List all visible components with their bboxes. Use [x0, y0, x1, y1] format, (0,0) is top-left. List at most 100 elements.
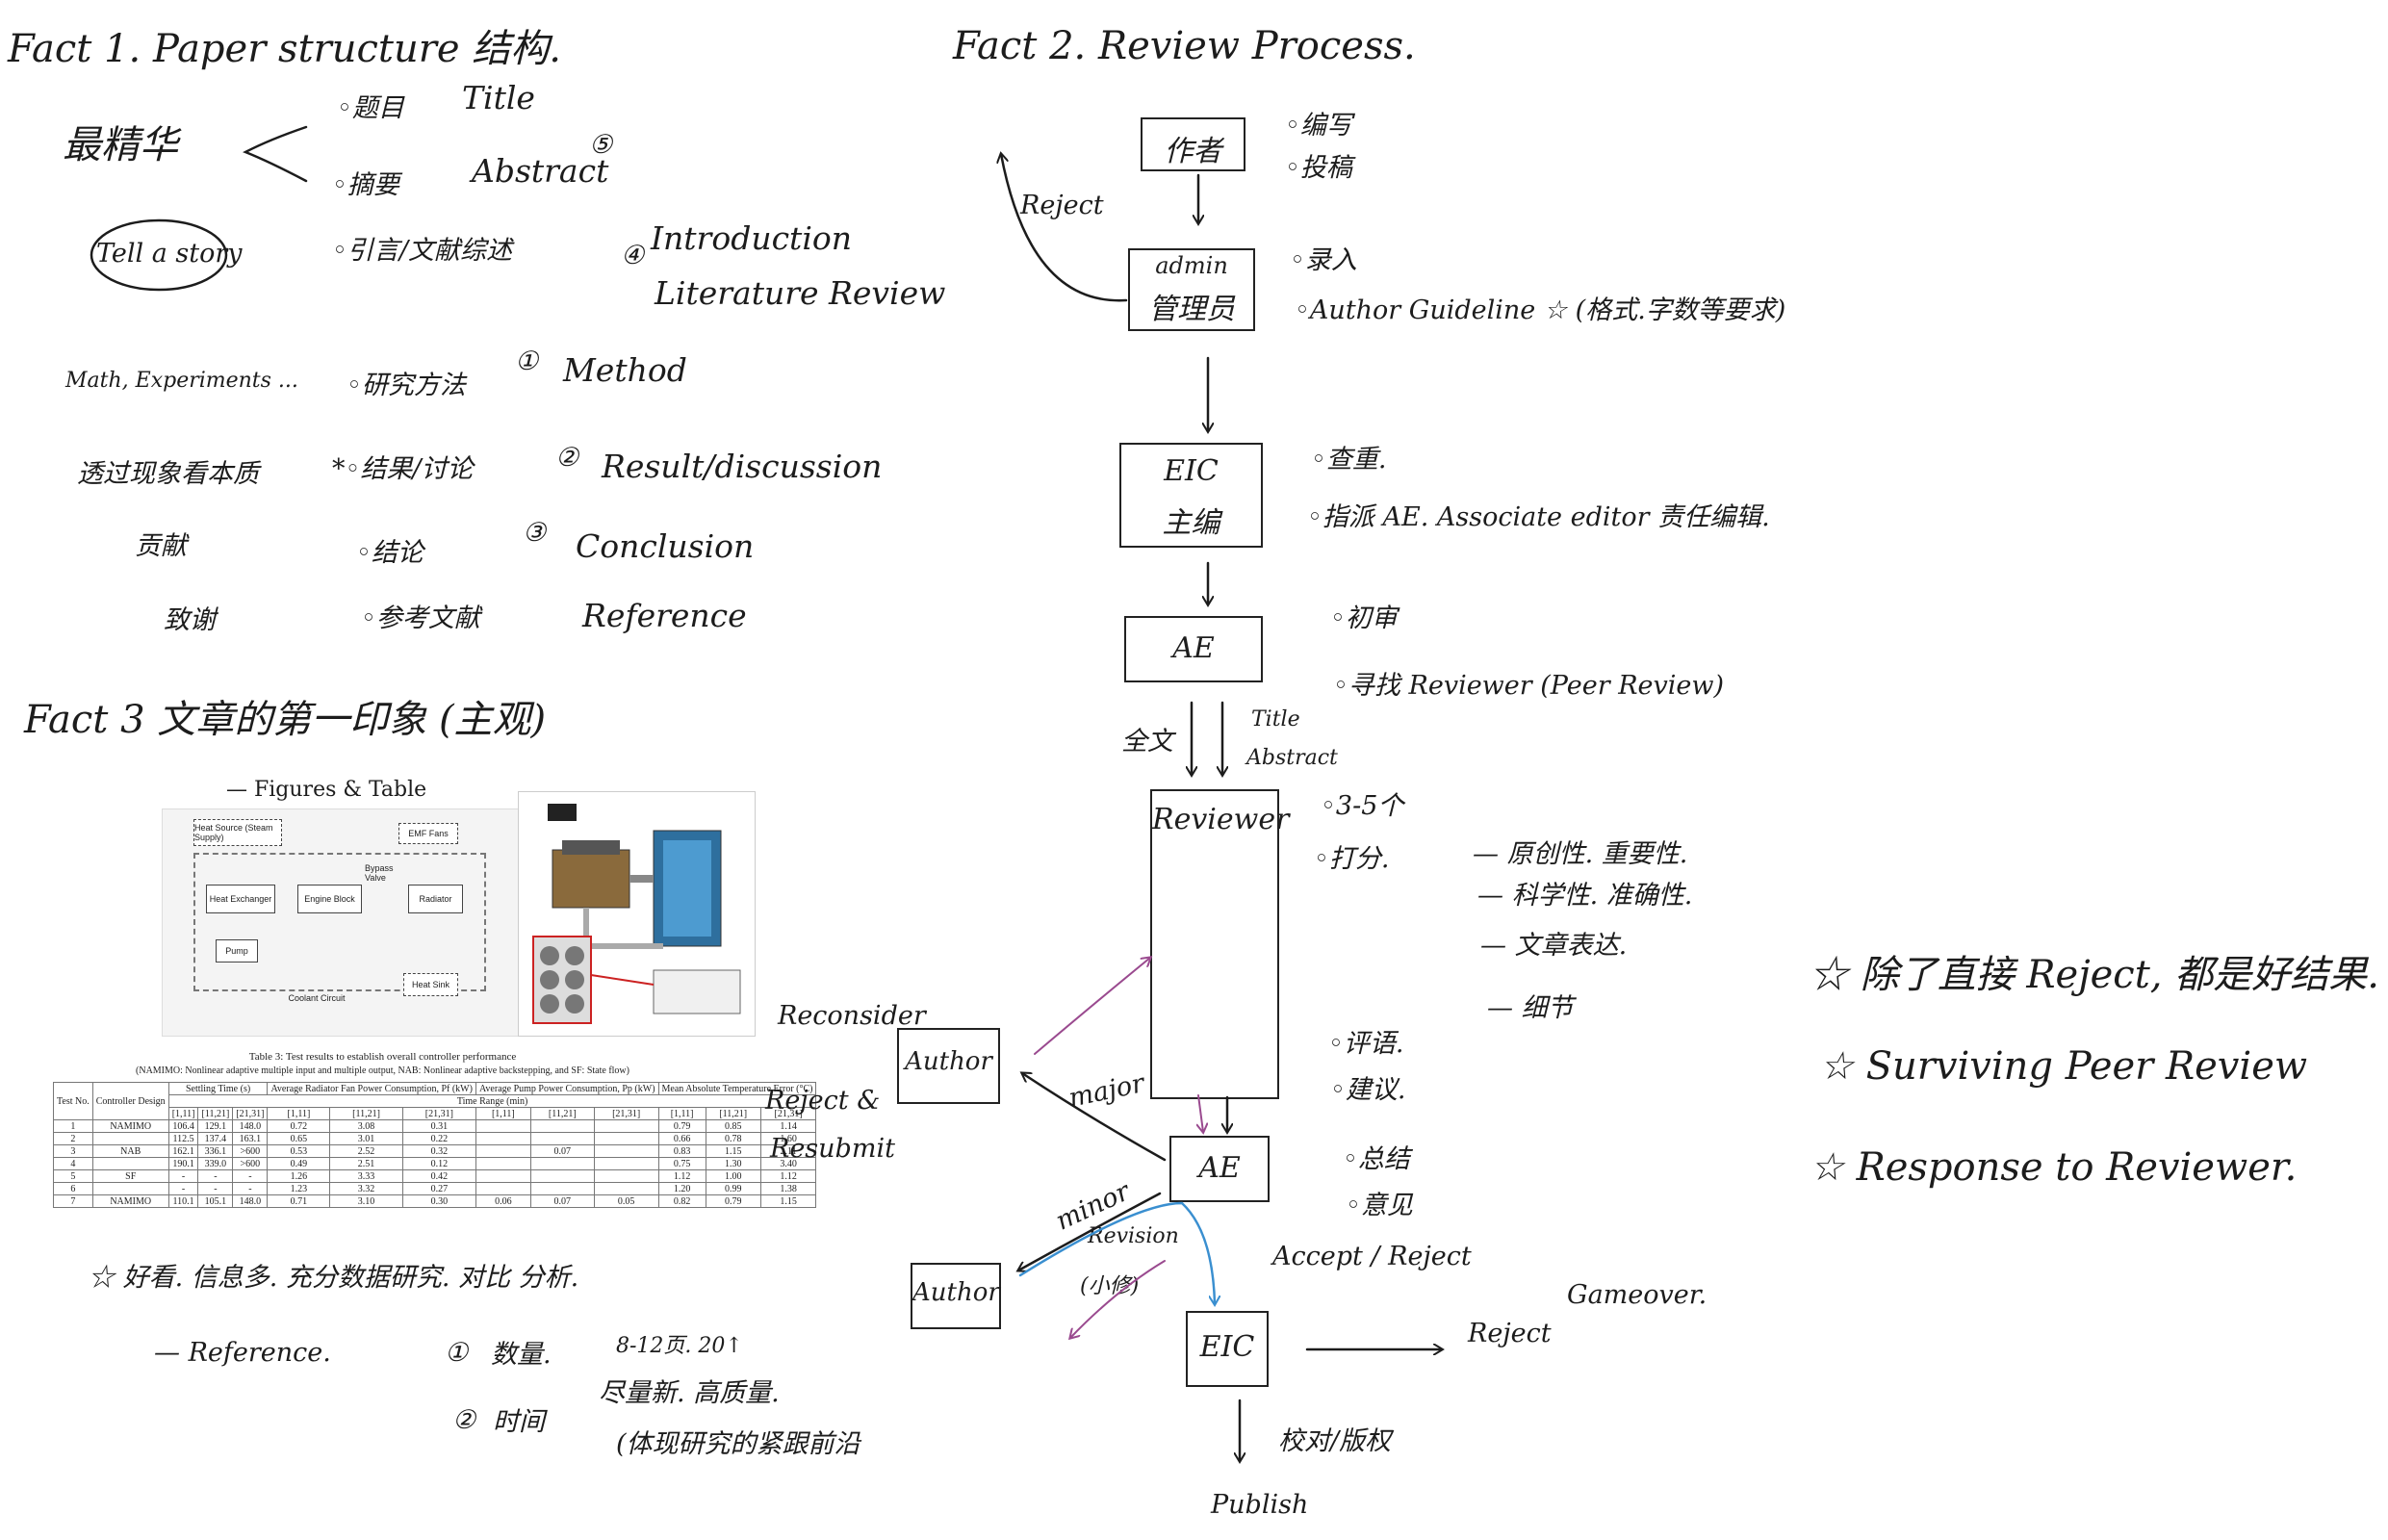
- table-cell: 0.66: [657, 1132, 706, 1145]
- table-cell: 0.30: [401, 1194, 476, 1208]
- fact1-item-result-en: Result/discussion: [602, 448, 883, 485]
- note-eic-assign: ◦指派 AE. Associate editor 责任编辑.: [1307, 502, 1770, 532]
- note-small-fix: (小修): [1080, 1274, 1140, 1298]
- coolant-loop: [193, 853, 486, 991]
- table-header-row: Test No. Controller Design Settling Time…: [53, 1082, 817, 1120]
- note-score-originality: — 原创性. 重要性.: [1473, 839, 1688, 869]
- note-full-text: 全文: [1121, 727, 1173, 757]
- fact3-ref1-label: 数量.: [491, 1340, 552, 1370]
- fact1-item-conclusion-en: Conclusion: [576, 527, 755, 565]
- eic2-box: EIC: [1186, 1311, 1269, 1387]
- note-score-details: — 细节: [1487, 993, 1574, 1023]
- note-accept-reject: Accept / Reject: [1272, 1242, 1472, 1271]
- author-minor-box: Author: [911, 1263, 1001, 1329]
- fact3-ref2-detail: 尽量新. 高质量.: [599, 1378, 780, 1408]
- admin-box: admin 管理员: [1128, 248, 1255, 331]
- table-header-controller: Controller Design: [91, 1082, 169, 1120]
- coolant-circuit-label: Coolant Circuit: [288, 993, 346, 1003]
- note-reject-resubmit-1: Reject &: [765, 1086, 881, 1116]
- fact1-item-method-en: Method: [563, 351, 687, 389]
- note-ae-find-reviewer: ◦寻找 Reviewer (Peer Review): [1333, 671, 1725, 701]
- arrow-ae2-author-minor: [1018, 1192, 1162, 1270]
- ae-box-label: AE: [1172, 631, 1215, 665]
- fact1-mark-3: ③: [523, 518, 547, 548]
- eic-box-label-cn: 主编: [1162, 506, 1220, 540]
- admin-box-label-en: admin: [1155, 252, 1228, 279]
- note-rev-comments: ◦评语.: [1328, 1029, 1404, 1059]
- fact2-title: Fact 2. Review Process.: [953, 24, 1416, 68]
- author-minor-box-label: Author: [912, 1278, 1000, 1307]
- ae2-box-label: AE: [1198, 1151, 1241, 1185]
- table-cell: 3.10: [329, 1194, 403, 1208]
- arrow-author-eic2-blue: [1018, 1201, 1215, 1304]
- note-ae-initial: ◦初审: [1330, 603, 1398, 633]
- fact1-mark-1: ①: [515, 346, 539, 376]
- heat-sink-box: Heat Sink: [403, 973, 458, 996]
- reviewer-box-label: Reviewer: [1152, 803, 1290, 836]
- table3-subcaption: (NAMIMO: Nonlinear adaptive multiple inp…: [136, 1065, 629, 1076]
- ae2-box: AE: [1169, 1136, 1270, 1202]
- note-admin-entry: ◦录入: [1290, 245, 1357, 275]
- fact1-title: Fact 1. Paper structure 结构.: [8, 27, 561, 71]
- fact1-item-conclusion-cn: ◦结论: [356, 538, 424, 568]
- note-rev-suggestions: ◦建议.: [1330, 1075, 1406, 1105]
- fact1-group-label: 最精华: [63, 123, 178, 167]
- ae-box: AE: [1124, 616, 1263, 682]
- arrow-reviewer-ae2-purple: [1198, 1094, 1203, 1132]
- fact1-item-litreview-en: Literature Review: [655, 274, 946, 312]
- bypass-valve-label: Bypass Valve: [365, 863, 394, 883]
- note-publish: Publish: [1211, 1490, 1309, 1520]
- fact3-reference-label: — Reference.: [154, 1338, 331, 1368]
- table3-caption: Table 3: Test results to establish overa…: [248, 1051, 517, 1063]
- fact1-item-result-cn: *◦结果/讨论: [332, 454, 474, 484]
- table-cell: 0.07: [529, 1194, 595, 1208]
- author-box: 作者: [1141, 117, 1245, 171]
- author-major-box-label: Author: [905, 1047, 992, 1076]
- table-header-test-no: Test No.: [53, 1082, 93, 1120]
- arrow-reject-loop: [1001, 154, 1128, 302]
- table3: Test No. Controller Design Settling Time…: [53, 1082, 817, 1208]
- fact3-star-note: ☆ 好看. 信息多. 充分数据研究. 对比 分析.: [89, 1263, 579, 1293]
- fact3-figures-note: — Figures & Table: [226, 778, 427, 802]
- admin-box-label-cn: 管理员: [1148, 293, 1235, 326]
- fact3-ref1-mark: ①: [445, 1338, 469, 1368]
- note-reject-resubmit-2: Resubmit: [770, 1134, 895, 1164]
- engine-illustration-graphic: [532, 804, 741, 1024]
- arrow-ae2-author-major: [1022, 1073, 1167, 1162]
- fact3-ref2-mark: ②: [452, 1405, 476, 1435]
- fact3-ref1-detail: 8-12页. 20↑: [616, 1334, 743, 1358]
- fact1-item-reference-cn: ◦参考文献: [361, 603, 480, 633]
- fact1-item-abstract-en: Abstract: [472, 152, 609, 190]
- fact1-mark-4: ④: [621, 241, 645, 270]
- fact1-item-method-cn: ◦研究方法: [347, 371, 466, 400]
- star-note-surviving: ☆ Surviving Peer Review: [1819, 1044, 2308, 1089]
- note-score-writing: — 文章表达.: [1480, 931, 1628, 961]
- figure-block-diagram: Heat Source (Steam Supply) EMF Fans Heat…: [162, 808, 520, 1037]
- arrow-eic2-author-purple: [1070, 1260, 1166, 1338]
- table-cell: 1.15: [759, 1194, 817, 1208]
- fact3-ref2-detail2: (体现研究的紧跟前沿: [616, 1429, 860, 1459]
- table-cell: 1.12: [759, 1169, 817, 1183]
- note-score-scientific: — 科学性. 准确性.: [1477, 881, 1693, 911]
- fact3-ref2-label: 时间: [493, 1407, 545, 1437]
- table-cell: 0.82: [657, 1194, 706, 1208]
- fact1-item-title-cn: ◦题目: [337, 93, 404, 123]
- table-cell: 148.0: [232, 1194, 269, 1208]
- table-cell: 0.79: [705, 1194, 761, 1208]
- author-box-label: 作者: [1164, 135, 1222, 168]
- fact1-side-essence: 透过现象看本质: [77, 459, 259, 489]
- fact1-story-label: Tell a story: [96, 239, 243, 269]
- heat-source-box: Heat Source (Steam Supply): [193, 819, 282, 846]
- note-proof: 校对/版权: [1278, 1426, 1392, 1456]
- note-reconsider: Reconsider: [778, 1001, 926, 1031]
- table-cell: NAMIMO: [91, 1194, 169, 1208]
- fact1-item-intro-en: Introduction: [651, 219, 852, 257]
- arrow-author-reviewer-purple: [1034, 958, 1150, 1055]
- fact1-side-contribution: 贡献: [135, 531, 187, 561]
- reviewer-box: Reviewer: [1150, 789, 1290, 1099]
- pump-box: Pump: [216, 939, 258, 962]
- note-ae2-opinion: ◦意见: [1346, 1191, 1413, 1220]
